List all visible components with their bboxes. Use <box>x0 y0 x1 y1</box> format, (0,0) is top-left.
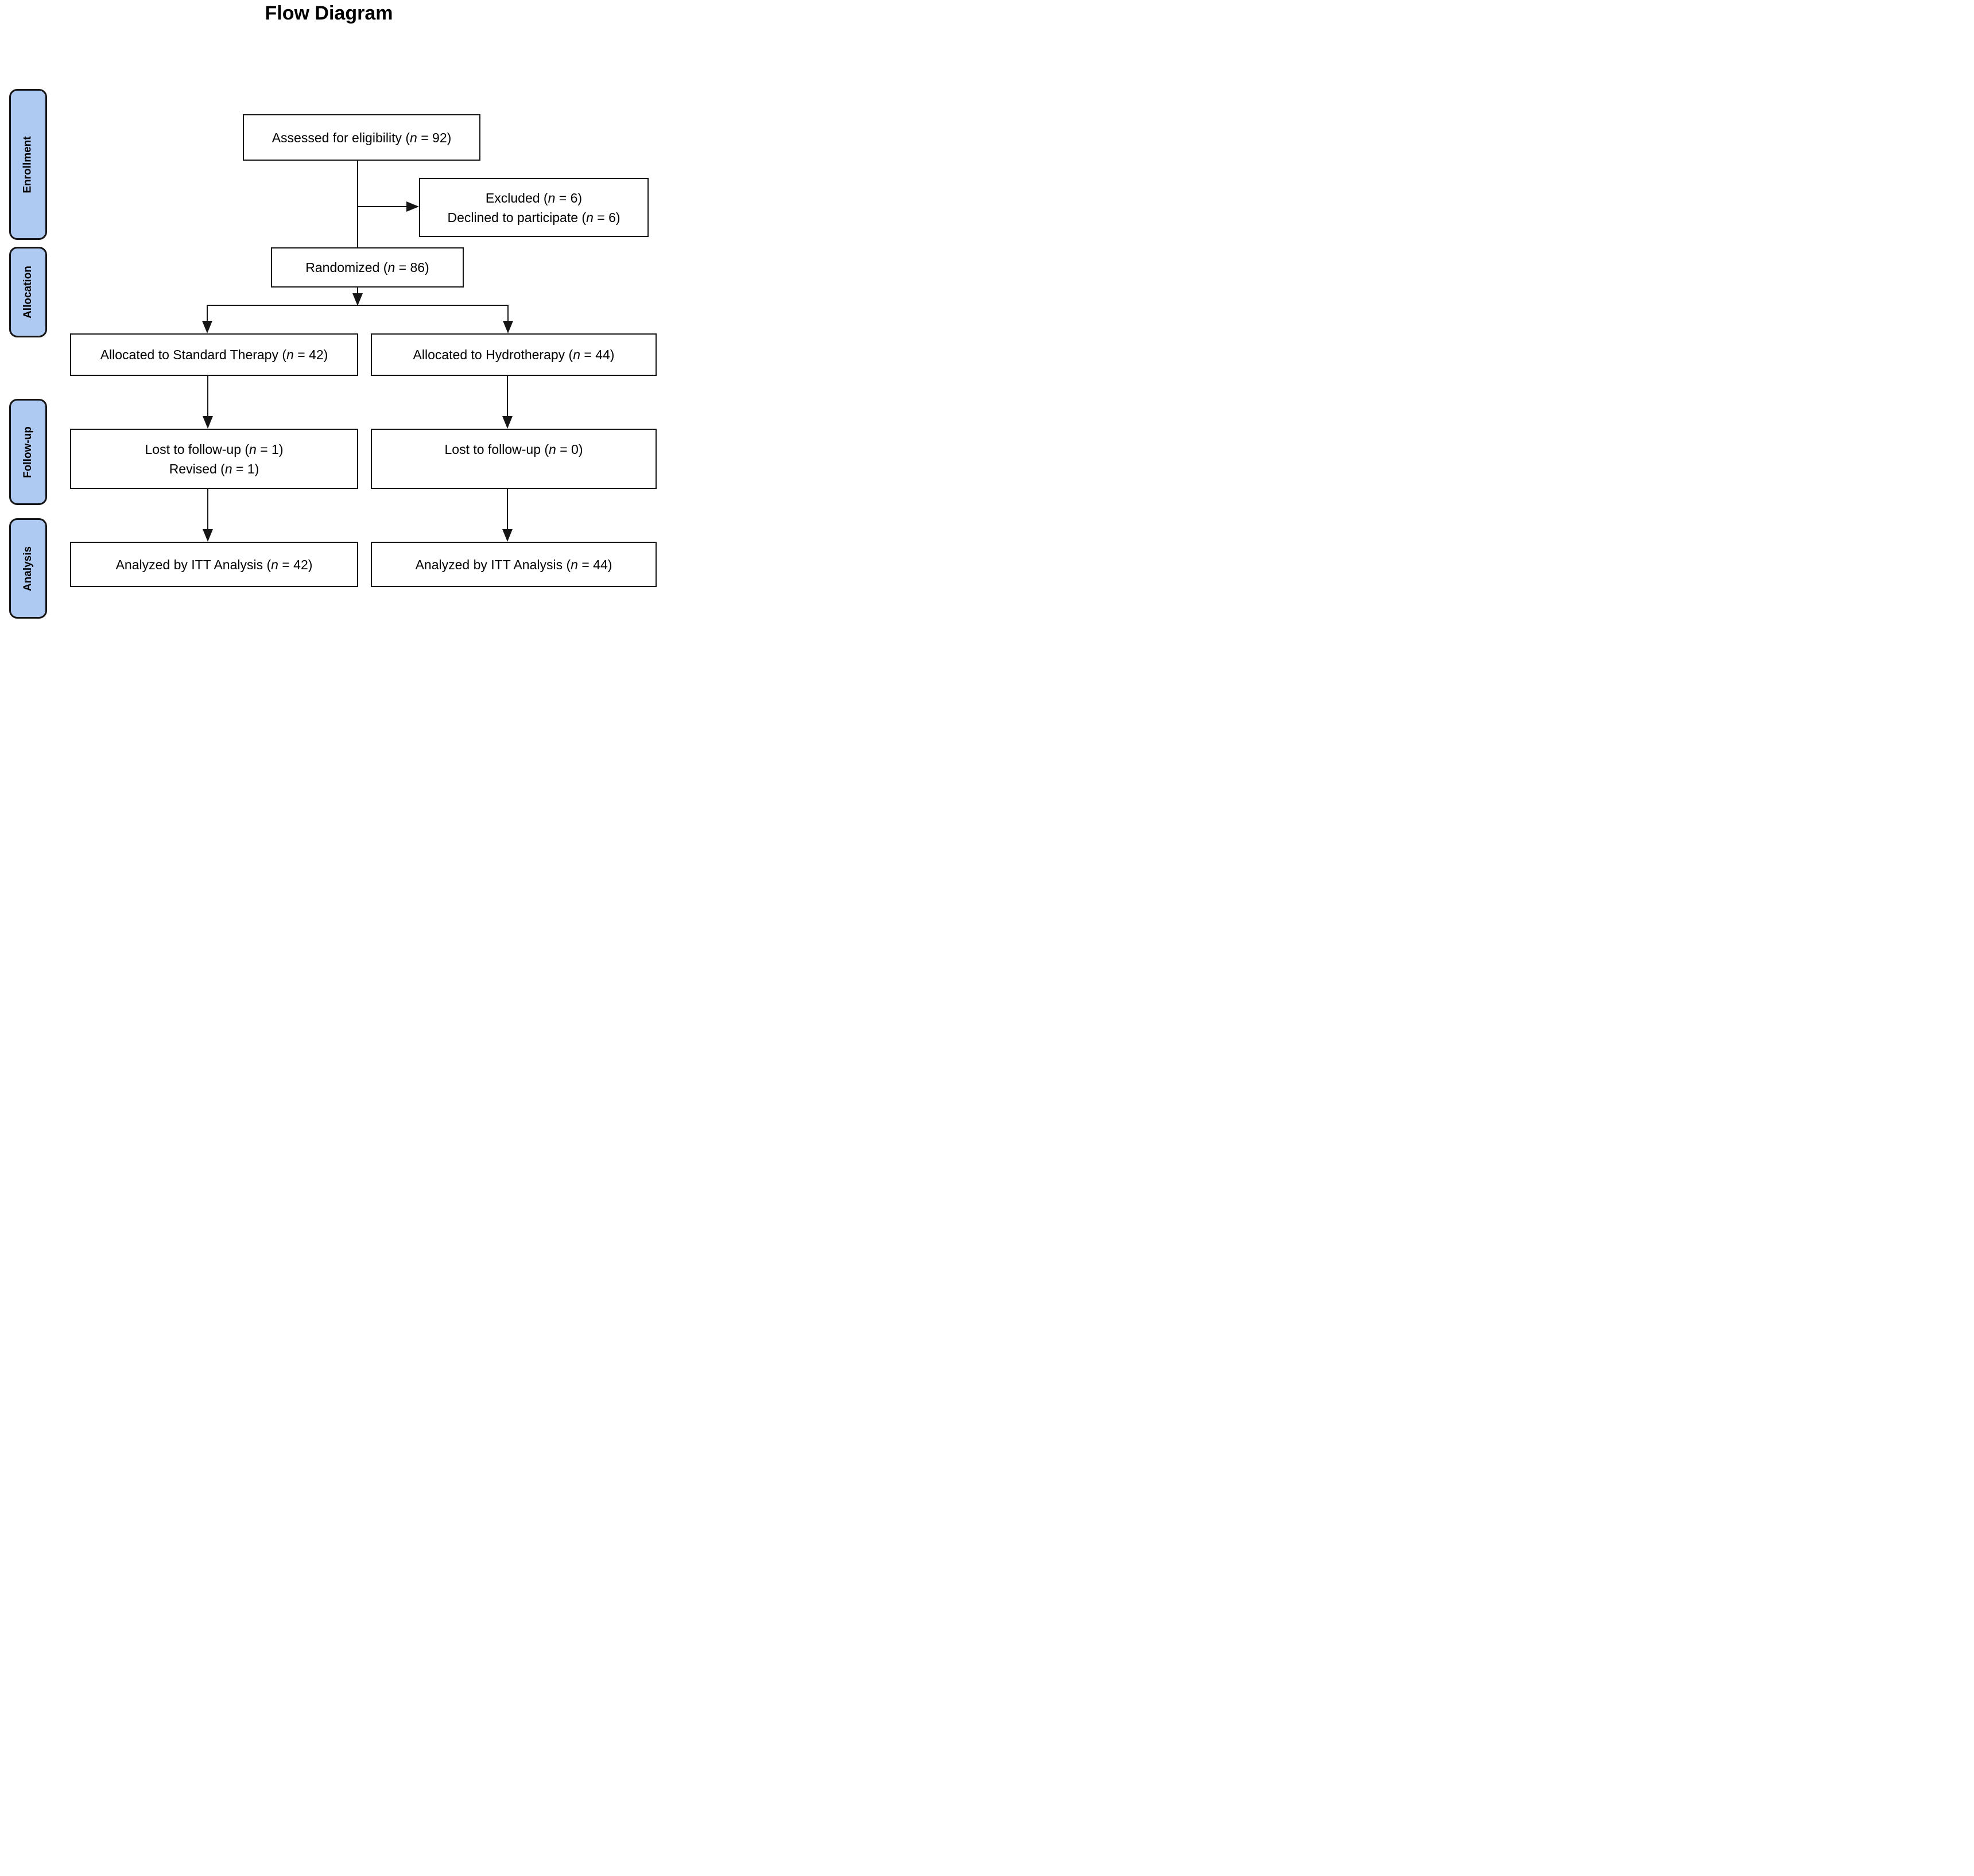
arrowhead-analyzed-hydro-icon <box>502 529 513 542</box>
phase-label-followup: Follow-up <box>9 399 47 505</box>
revised-count: = 1) <box>232 461 259 476</box>
allocated-standard-box: Allocated to Standard Therapy (n = 42) <box>70 333 358 376</box>
arrowhead-lost-hydro-icon <box>502 416 513 429</box>
n-symbol: n <box>571 557 578 572</box>
arrowhead-allocated-standard-icon <box>202 321 212 333</box>
n-symbol: n <box>286 347 294 362</box>
connector-followup-to-analysis-standard <box>207 488 208 529</box>
connector-split-to-hydro <box>507 305 509 321</box>
n-symbol: n <box>249 441 257 457</box>
declined-text: Declined to participate ( <box>447 209 587 225</box>
allocated-hydrotherapy-box: Allocated to Hydrotherapy (n = 44) <box>371 333 657 376</box>
analysis-label: Analysis <box>22 546 34 591</box>
n-symbol: n <box>410 130 417 145</box>
lost-hydro-text: Lost to follow-up ( <box>444 442 549 457</box>
lost-followup-hydrotherapy-box: Lost to follow-up (n = 0) <box>371 429 657 489</box>
n-symbol: n <box>549 442 556 457</box>
analyzed-standard-box: Analyzed by ITT Analysis (n = 42) <box>70 542 358 587</box>
n-symbol: n <box>586 209 594 225</box>
randomized-count: = 86) <box>395 260 429 275</box>
enrollment-label: Enrollment <box>22 135 34 193</box>
analyzed-hydro-count: = 44) <box>577 557 612 572</box>
revised-text: Revised ( <box>169 461 225 476</box>
allocated-standard-text: Allocated to Standard Therapy ( <box>100 347 287 362</box>
excluded-text: Excluded ( <box>485 190 548 205</box>
allocated-hydro-count: = 44) <box>580 347 615 362</box>
arrowhead-split-icon <box>352 293 363 306</box>
consort-flow-diagram: Flow Diagram Enrollment Allocation Follo… <box>0 0 658 626</box>
allocated-hydro-text: Allocated to Hydrotherapy ( <box>413 347 573 362</box>
excluded-box: Excluded (n = 6) Declined to participate… <box>419 178 649 237</box>
assessed-text: Assessed for eligibility ( <box>272 130 410 145</box>
arrowhead-allocated-hydro-icon <box>503 321 513 333</box>
followup-label: Follow-up <box>22 426 34 478</box>
connector-split-to-standard <box>207 305 208 321</box>
phase-label-analysis: Analysis <box>9 518 47 619</box>
connector-randomized-to-split <box>357 288 358 294</box>
assessed-box: Assessed for eligibility (n = 92) <box>243 114 480 161</box>
arrowhead-analyzed-standard-icon <box>203 529 213 542</box>
connector-hydro-to-followup <box>507 376 508 416</box>
lost-followup-standard-box: Lost to follow-up (n = 1) Revised (n = 1… <box>70 429 358 489</box>
arrowhead-lost-standard-icon <box>203 416 213 429</box>
phase-label-allocation: Allocation <box>9 247 47 337</box>
randomized-text: Randomized ( <box>305 260 388 275</box>
connector-followup-to-analysis-hydro <box>507 488 508 529</box>
n-symbol: n <box>573 347 581 362</box>
analyzed-standard-text: Analyzed by ITT Analysis ( <box>115 557 272 572</box>
lost-standard-text: Lost to follow-up ( <box>145 441 250 457</box>
analyzed-standard-count: = 42) <box>278 557 313 572</box>
n-symbol: n <box>387 260 395 275</box>
n-symbol: n <box>548 190 556 205</box>
lost-standard-count: = 1) <box>256 441 284 457</box>
analyzed-hydro-text: Analyzed by ITT Analysis ( <box>415 557 571 572</box>
connector-standard-to-followup <box>207 376 208 416</box>
arrowhead-excluded-icon <box>406 201 419 212</box>
allocated-standard-count: = 42) <box>293 347 328 362</box>
analyzed-hydrotherapy-box: Analyzed by ITT Analysis (n = 44) <box>371 542 657 587</box>
excluded-count: = 6) <box>555 190 583 205</box>
split-bar <box>207 305 509 306</box>
connector-to-excluded <box>358 206 407 207</box>
assessed-count: = 92) <box>417 130 452 145</box>
phase-label-enrollment: Enrollment <box>9 89 47 240</box>
lost-hydro-count: = 0) <box>556 442 583 457</box>
n-symbol: n <box>271 557 278 572</box>
randomized-box: Randomized (n = 86) <box>271 247 464 288</box>
declined-count: = 6) <box>593 209 620 225</box>
page-title: Flow Diagram <box>265 2 393 24</box>
allocation-label: Allocation <box>22 266 34 319</box>
connector-assessed-to-randomized <box>357 161 358 247</box>
n-symbol: n <box>224 461 232 476</box>
